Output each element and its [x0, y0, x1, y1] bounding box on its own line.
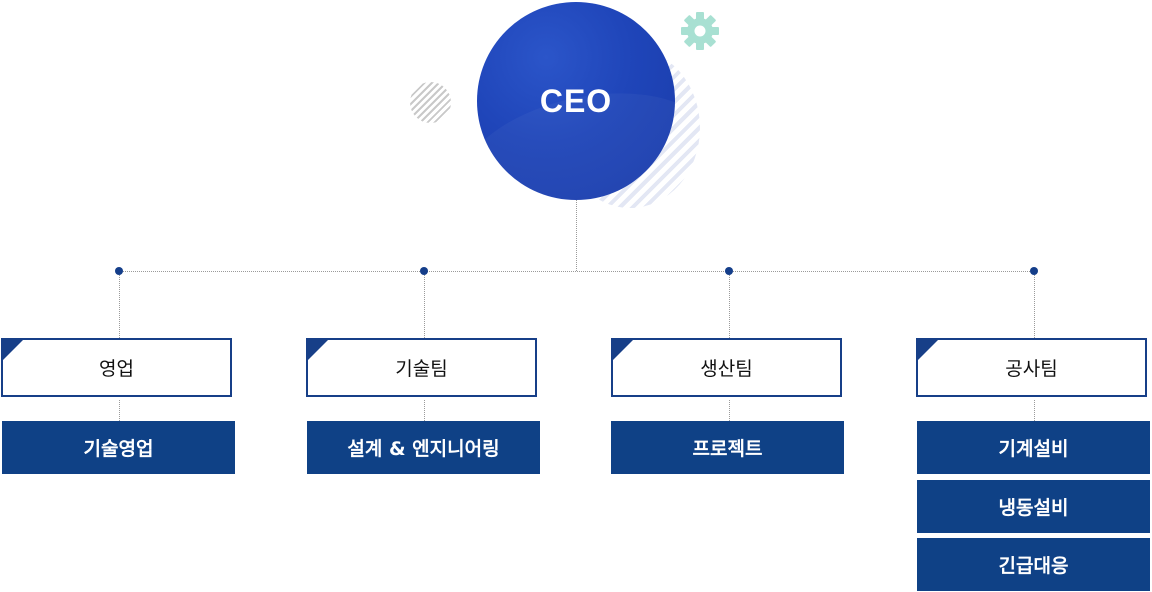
- unit-box: 기계설비: [917, 421, 1150, 474]
- team-box-tech: 기술팀: [306, 338, 537, 397]
- unit-label: 기계설비: [998, 438, 1069, 460]
- team-label: 기술팀: [395, 358, 448, 380]
- team-label: 공사팀: [1005, 358, 1058, 380]
- unit-connector: [1034, 400, 1035, 421]
- unit-box: 기술영업: [2, 421, 235, 474]
- corner-accent: [3, 340, 23, 360]
- unit-connector: [424, 400, 425, 421]
- corner-accent: [918, 340, 938, 360]
- branch-node-dot: [420, 267, 428, 275]
- unit-label: 긴급대응: [998, 555, 1069, 577]
- unit-label: 설계 & 엔지니어링: [347, 438, 500, 460]
- unit-connector: [119, 400, 120, 421]
- team-label: 영업: [99, 358, 134, 380]
- team-connector: [119, 275, 120, 338]
- unit-box: 냉동설비: [917, 480, 1150, 533]
- team-box-sales: 영업: [1, 338, 232, 397]
- team-label: 생산팀: [700, 358, 753, 380]
- team-connector: [729, 275, 730, 338]
- unit-label: 냉동설비: [998, 497, 1069, 519]
- ceo-connector: [576, 200, 577, 271]
- corner-accent: [613, 340, 633, 360]
- gear-icon: [681, 12, 719, 50]
- branch-connector: [119, 271, 1034, 272]
- corner-accent: [308, 340, 328, 360]
- branch-node-dot: [725, 267, 733, 275]
- ceo-label: CEO: [539, 82, 613, 119]
- team-box-construction: 공사팀: [916, 338, 1147, 397]
- ceo-node: CEO: [477, 2, 675, 200]
- team-box-production: 생산팀: [611, 338, 842, 397]
- branch-node-dot: [1030, 267, 1038, 275]
- unit-box: 긴급대응: [917, 538, 1150, 591]
- team-connector: [1034, 275, 1035, 338]
- branch-node-dot: [115, 267, 123, 275]
- striped-circle-decoration: [410, 82, 451, 123]
- unit-connector: [729, 400, 730, 421]
- unit-box: 설계 & 엔지니어링: [307, 421, 540, 474]
- unit-label: 프로젝트: [692, 438, 763, 460]
- unit-box: 프로젝트: [611, 421, 844, 474]
- team-connector: [424, 275, 425, 338]
- unit-label: 기술영업: [83, 438, 154, 460]
